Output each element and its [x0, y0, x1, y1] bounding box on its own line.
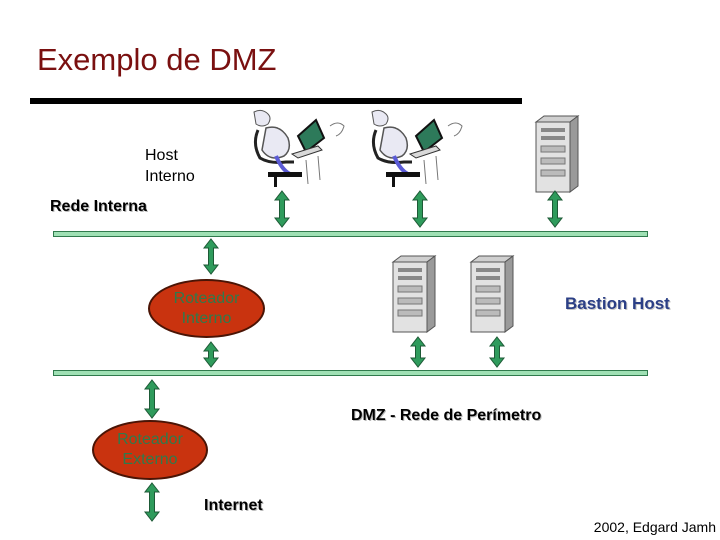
internet-label: Internet — [204, 497, 263, 514]
server-tower-icon — [391, 255, 437, 333]
double-headed-arrow-icon — [202, 238, 220, 275]
double-headed-arrow-icon — [546, 190, 564, 228]
double-headed-arrow-icon — [411, 190, 429, 228]
server-tower-icon — [469, 255, 515, 333]
title-rule — [30, 98, 522, 104]
double-headed-arrow-icon — [143, 482, 161, 522]
rede-interna-bar — [53, 231, 648, 237]
bastion-host-label: Bastion Host — [565, 294, 670, 313]
slide-title: Exemplo de DMZ — [37, 42, 277, 77]
double-headed-arrow-icon — [273, 190, 291, 228]
host-interno-line-1: Host — [145, 147, 178, 164]
host-interno-line-2: Interno — [145, 168, 195, 185]
dmz-label: DMZ - Rede de Perímetro — [351, 407, 542, 424]
host-interno-label: Host Interno — [145, 145, 195, 187]
workstation-icon — [253, 109, 345, 187]
double-headed-arrow-icon — [143, 379, 161, 419]
footer-credit: 2002, Edgard Jamh — [593, 519, 716, 535]
dmz-network-bar — [53, 370, 648, 376]
workstation-icon — [371, 109, 463, 187]
double-headed-arrow-icon — [488, 336, 506, 368]
server-tower-icon — [534, 115, 580, 193]
rede-interna-label: Rede Interna — [50, 198, 147, 215]
double-headed-arrow-icon — [409, 336, 427, 368]
double-headed-arrow-icon — [202, 341, 220, 368]
